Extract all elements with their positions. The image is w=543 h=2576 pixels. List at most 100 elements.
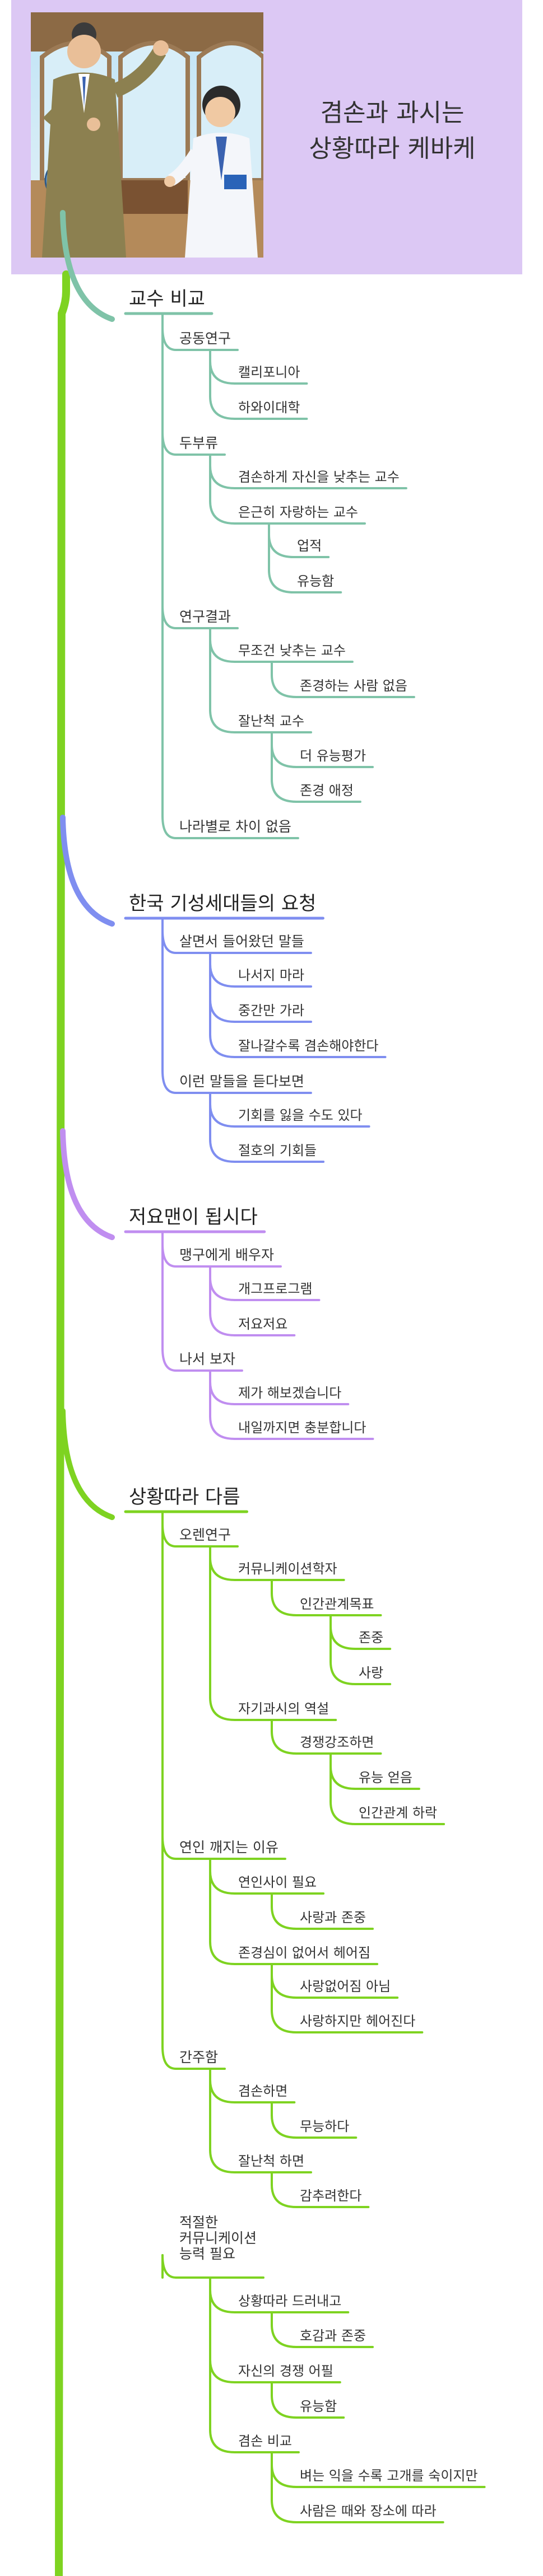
node-b4-1-2-1-2: 인간관계 하락 [359, 1805, 438, 1821]
node-b4-4-3-1: 벼는 익을 수록 고개를 숙이지만 [300, 2468, 478, 2484]
connector-b4-4-1 [209, 2289, 236, 2313]
connector-b3-1 [161, 1243, 177, 1268]
node-b4-2-1-1: 사랑과 존중 [300, 1910, 366, 1925]
connector-b2-1-1 [209, 963, 236, 988]
node-b4-1-2: 자기과시의 역설 [238, 1701, 329, 1717]
branch-curve-4 [60, 1408, 115, 1520]
node-b2-2: 이런 말들을 듣다보면 [179, 1073, 304, 1090]
connector-b1-3 [161, 605, 177, 629]
connector-b4-4-2-1 [271, 2394, 298, 2419]
node-b3-1-1: 개그프로그램 [238, 1281, 313, 1297]
node-b4-4-line-1: 적절한 [179, 2214, 219, 2231]
node-b4-1: 오렌연구 [179, 1527, 231, 1543]
node-b1-2: 두부류 [179, 435, 219, 451]
node-b4-3-1: 겸손하면 [238, 2083, 288, 2099]
connector-b4-2-2-2 [271, 2009, 298, 2033]
connector-b1-1-2 [209, 395, 236, 420]
connector-b4-3-2-1 [271, 2184, 298, 2208]
connector-b4-3-1 [209, 2079, 236, 2103]
node-b4-4-1-1: 호감과 존중 [300, 2328, 366, 2344]
connector-b3-1-1 [209, 1277, 236, 1301]
connector-b4-2-2-1 [271, 1974, 298, 1999]
node-b1-3-2-1: 더 유능평가 [300, 748, 366, 764]
connector-b4-1-1-1-1 [329, 1625, 356, 1650]
node-b4-2-2-2: 사랑하지만 헤어진다 [300, 2013, 416, 2029]
node-b4-2-2-1: 사랑없어짐 아님 [300, 1979, 391, 1994]
node-b2-1-1: 나서지 마라 [238, 967, 305, 983]
connector-b4-4-1-1 [271, 2323, 298, 2348]
node-b4-2: 연인 깨지는 이유 [179, 1839, 279, 1855]
connector-b3-2-1 [209, 1381, 236, 1405]
node-b4-1-1: 커뮤니케이션학자 [238, 1561, 337, 1577]
connector-b4-1-2-1 [271, 1730, 298, 1755]
node-b2-2-2: 절호의 기회들 [238, 1143, 317, 1158]
map-title: 겸손과 과시는 상황따라 케바케 [269, 95, 516, 167]
connector-b4-2-1-1 [271, 1905, 298, 1930]
connector-b4-3-1-1 [271, 2114, 298, 2139]
connector-b4-4-3-2 [271, 2499, 298, 2523]
node-b3-1: 맹구에게 배우자 [179, 1247, 274, 1263]
node-b2-1: 살면서 들어왔던 말들 [179, 933, 304, 950]
trunk-line [55, 270, 70, 2576]
node-b4-3: 간주함 [179, 2049, 219, 2065]
connector-b4-1-1-1-2 [329, 1661, 356, 1685]
node-b1-2-1: 겸손하게 자신을 낮추는 교수 [238, 469, 400, 485]
connector-b4-4-3 [209, 2429, 236, 2453]
connector-b2-2-2 [209, 1138, 236, 1163]
connector-b1-2-2 [209, 500, 236, 525]
node-b1-3-1-1: 존경하는 사람 없음 [300, 678, 407, 694]
node-b4-1-1-1: 인간관계목표 [300, 1596, 374, 1612]
node-b2-1-2: 중간만 가라 [238, 1003, 305, 1018]
node-b3: 저요맨이 됩시다 [129, 1206, 258, 1228]
node-b1-1-1: 캘리포니아 [238, 364, 300, 380]
node-b4-3-1-1: 무능하다 [300, 2119, 350, 2134]
node-b2-1-3: 잘나갈수록 겸손해야한다 [238, 1038, 379, 1054]
connector-b1-1 [161, 326, 177, 351]
connector-b4-3 [161, 2045, 177, 2070]
node-b2-2-1: 기회를 잃을 수도 있다 [238, 1107, 363, 1123]
node-b4-1-2-1: 경쟁강조하면 [300, 1735, 374, 1750]
connector-b1-3-2-2 [271, 778, 298, 803]
connector-b3-2 [161, 1347, 177, 1372]
node-b4-4-3: 겸손 비교 [238, 2433, 292, 2449]
connector-b3-2-2 [209, 1415, 236, 1440]
connector-b1-3-2 [209, 709, 236, 733]
connector-b2-1-2 [209, 998, 236, 1023]
connector-b4-1-2 [209, 1696, 236, 1721]
node-b1-3-2-2: 존경 애정 [300, 783, 354, 798]
connector-b4-4-3-1 [271, 2463, 298, 2488]
connector-b1-3-1 [209, 638, 236, 663]
node-b2: 한국 기성세대들의 요청 [129, 892, 317, 915]
node-b4-4-line-2: 커뮤니케이션 [179, 2230, 257, 2246]
node-b3-2: 나서 보자 [179, 1351, 235, 1367]
connector-b1-2-2-2 [268, 569, 295, 593]
node-b4-3-2: 잘난척 하면 [238, 2153, 305, 2169]
node-b4-1-1-1-1: 존중 [359, 1630, 384, 1645]
node-b4-4-2-1: 유능함 [300, 2399, 337, 2414]
branch-curve-3 [60, 1128, 115, 1240]
node-b1: 교수 비교 [129, 288, 205, 310]
connector-b2-1 [161, 929, 177, 954]
branch-curve-2 [60, 815, 115, 927]
connector-b4-1-2-1-2 [329, 1801, 356, 1825]
connector-b1-1-1 [209, 360, 236, 385]
connector-b4-2-2 [209, 1941, 236, 1965]
connector-b4-2 [161, 1835, 177, 1860]
node-b3-2-2: 내일까지면 충분합니다 [238, 1420, 366, 1436]
node-b4-4-3-2: 사람은 때와 장소에 따라 [300, 2503, 437, 2519]
node-b1-1: 공동연구 [179, 330, 231, 347]
node-b1-3-2: 잘난척 교수 [238, 713, 305, 729]
connector-b4-1-1-1 [271, 1592, 298, 1616]
connector-b1-2-1 [209, 465, 236, 489]
node-b4-4-2: 자신의 경쟁 어필 [238, 2363, 333, 2379]
node-b4: 상황따라 다름 [129, 1486, 240, 1508]
node-b3-1-2: 저요저요 [238, 1316, 288, 1332]
branch-curve-1 [60, 210, 115, 322]
connector-b4-4-2 [209, 2359, 236, 2383]
node-b4-4-line-3: 능력 필요 [179, 2246, 235, 2262]
connector-b4-3-2 [209, 2149, 236, 2173]
node-b4-2-2: 존경심이 없어서 헤어짐 [238, 1945, 371, 1961]
node-b1-2-2: 은근히 자랑하는 교수 [238, 504, 358, 520]
